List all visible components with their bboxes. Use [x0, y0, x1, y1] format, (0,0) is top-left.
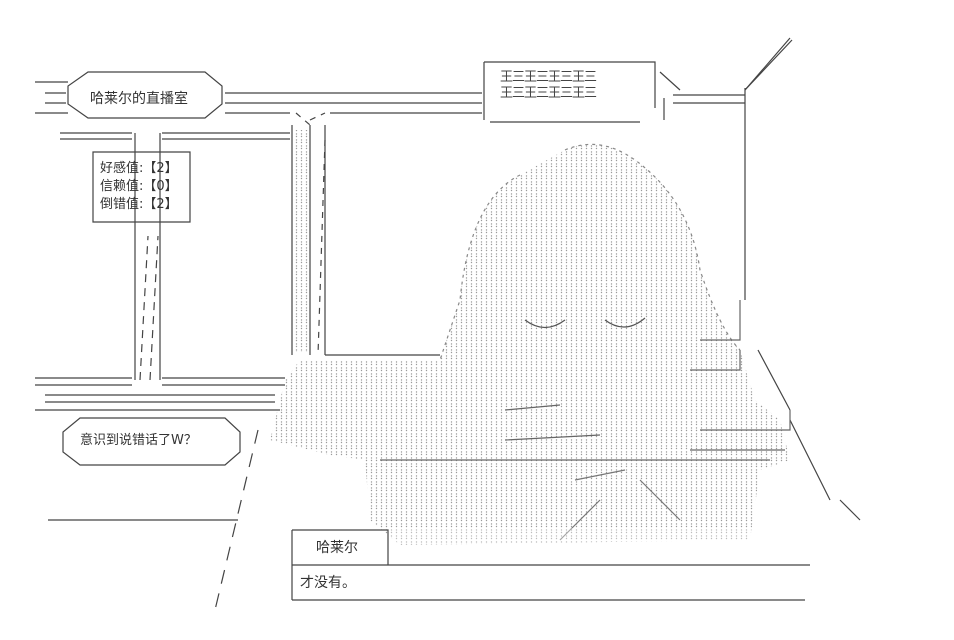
dialog-line: 才没有。 — [300, 575, 356, 591]
speaker-name: 哈莱尔 — [316, 540, 358, 556]
stat-trust: 信赖值:【0】 — [100, 179, 178, 194]
stats-panel: 好感值:【2】 信赖值:【0】 倒错值:【2】 — [100, 160, 178, 214]
title-frame — [67, 71, 223, 119]
stat-perversion: 倒错值:【2】 — [100, 197, 178, 212]
stat-label: 倒错值 — [100, 197, 140, 212]
sign-row: 王三王三王三王三 — [500, 70, 597, 85]
stat-value: 【2】 — [143, 197, 178, 212]
stat-value: 【0】 — [143, 179, 178, 194]
stat-value: 【2】 — [143, 161, 178, 176]
aside-text: 意识到说错话了W？ — [80, 433, 197, 448]
page-title: 哈莱尔的直播室 — [90, 91, 188, 107]
stat-label: 好感值 — [100, 161, 140, 176]
sign-row: 王三王三王三王三 — [500, 86, 597, 101]
sign-board: 王三王三王三王三 王三王三王三王三 — [500, 70, 597, 102]
stat-affection: 好感值:【2】 — [100, 161, 178, 176]
stat-label: 信赖值 — [100, 179, 140, 194]
